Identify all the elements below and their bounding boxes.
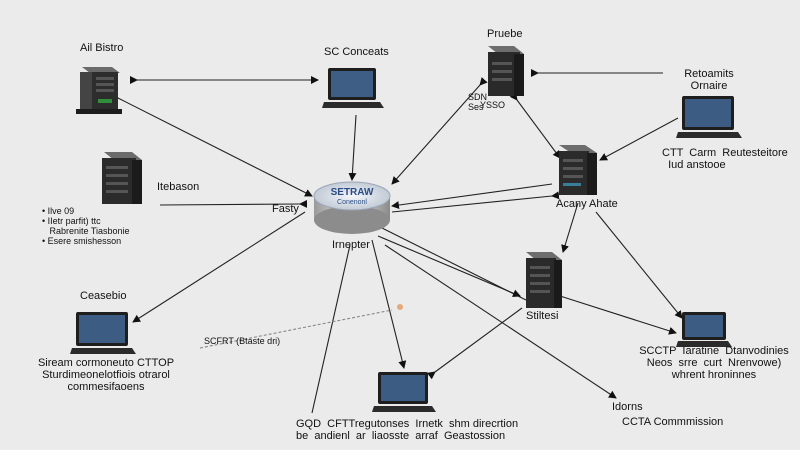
link-hub-leftlaptop	[132, 211, 306, 323]
central-router	[310, 174, 394, 236]
link-bistro-hub	[115, 96, 313, 197]
link-srvmid-laptopfar	[559, 295, 677, 335]
hub-caption: Irnepter	[332, 239, 370, 251]
hub-title: SETRAW	[330, 187, 374, 198]
link-srvright-laptopfar	[595, 211, 683, 319]
laptop-bottom	[372, 370, 436, 416]
laptop-left	[70, 310, 136, 358]
router-icon	[313, 181, 391, 234]
label-sc-concepts: SC Conceats	[324, 46, 389, 58]
server-top-right	[484, 44, 528, 98]
label-bottom-caption: GQD CFTTregutonses Irnetk shm direcrtion…	[296, 418, 519, 442]
link-hub-bottom	[311, 244, 351, 414]
label-left-laptop-caption: Siream cormoneuto CTTOP Sturdimeonelotfi…	[37, 357, 175, 393]
label-left-server-note: • Ilve 09 • IIetr parfit) ttc Rabrenite …	[42, 206, 130, 246]
laptop-icon	[372, 372, 436, 412]
server-icon	[526, 252, 562, 308]
laptop-icon	[322, 68, 384, 108]
link-srvright-hub-b	[391, 191, 560, 213]
label-ceasebio: Ceasebio	[80, 290, 127, 302]
server-top-left	[76, 65, 122, 115]
label-itebason: Itebason	[157, 181, 200, 193]
link-laptopright-srvright	[599, 117, 679, 161]
label-ai-bistro: Ail Bistro	[80, 42, 124, 54]
link-concepts-hub	[348, 114, 357, 181]
link-dashed	[199, 309, 393, 349]
laptop-right-top	[676, 94, 742, 142]
label-pruebe: Pruebe	[487, 28, 523, 40]
label-stiltesi: Stiltesi	[526, 310, 559, 322]
server-icon	[102, 152, 142, 204]
laptop-right-bottom	[676, 310, 732, 350]
label-ccta: CCTA Commmission	[622, 416, 724, 428]
retro-line-2: Ornaire	[690, 80, 728, 92]
laptop-icon	[676, 96, 742, 138]
server-left-side	[98, 150, 148, 206]
server-center-right	[522, 250, 568, 310]
server-right-mid	[553, 143, 603, 197]
link-laptopbottom-srvmid	[426, 307, 523, 380]
server-icon	[76, 67, 122, 114]
label-idorns: Idorns	[612, 401, 643, 413]
link-srvright-srvmid	[561, 202, 579, 253]
label-acany: Acany Ahate	[556, 198, 618, 210]
label-cttcam: CTT Carm Reutesteitore Iud anstooe	[662, 147, 788, 171]
retro-line-1: Retoamits	[684, 68, 734, 80]
link-srvright-hub-a	[391, 183, 553, 210]
laptop-top-center	[322, 66, 386, 112]
hub-subtitle: Conenonl	[337, 199, 367, 206]
server-icon	[559, 145, 597, 195]
link-hub-sidesrv	[159, 199, 308, 208]
link-pruebe-hub	[391, 77, 488, 185]
label-dashed: SCFRT (Btaste dri)	[204, 336, 281, 346]
label-sctp: SCCTP Iaratine Dtanvodinies Neos srre cu…	[639, 345, 789, 381]
link-hub-ccta	[384, 244, 617, 399]
link-hub-laptopbottom	[371, 239, 407, 369]
label-fasty: Fasty	[272, 203, 299, 215]
label-retroamis: Retoamits Ornaire	[678, 68, 740, 92]
laptop-icon	[70, 312, 136, 354]
laptop-icon	[676, 312, 732, 347]
junction-dot	[397, 304, 403, 310]
server-icon	[488, 46, 524, 96]
link-hub-srvmid-b	[377, 235, 521, 297]
link-pruebe-srvright	[509, 91, 561, 159]
label-ysso: YSSO	[480, 100, 506, 110]
